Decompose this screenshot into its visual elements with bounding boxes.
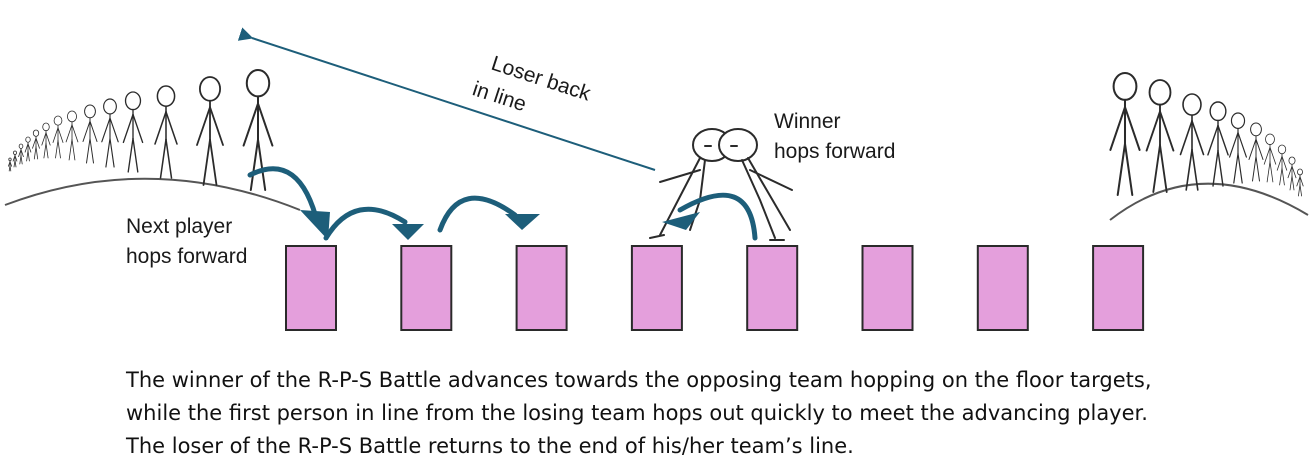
stick-figure xyxy=(1248,122,1264,182)
caption: The winner of the R-P-S Battle advances … xyxy=(126,364,1306,463)
stick-figure xyxy=(41,122,51,159)
stick-figure xyxy=(196,76,224,186)
winner-label-line1: Winner xyxy=(774,110,841,133)
stick-figure xyxy=(82,104,98,164)
stick-figure xyxy=(154,85,178,179)
caption-line-3: The loser of the R-P-S Battle returns to… xyxy=(126,434,854,458)
stick-figure xyxy=(12,150,18,168)
stick-figure xyxy=(1179,93,1205,191)
loser-back-arrow xyxy=(237,27,656,171)
next-player-label: Next player hops forward xyxy=(126,212,247,272)
floor-target xyxy=(515,245,568,331)
stick-figure xyxy=(1263,133,1277,183)
arrowhead-1 xyxy=(300,210,330,240)
stick-figure xyxy=(122,91,144,173)
hop-arrow-2 xyxy=(437,195,518,233)
stick-figure xyxy=(1287,156,1297,191)
stick-figure xyxy=(101,98,119,168)
next-player-label-line2: hops forward xyxy=(126,245,248,268)
arrowhead-2 xyxy=(392,224,424,240)
floor-target xyxy=(400,245,453,331)
floor-target xyxy=(746,245,799,331)
hop-arrowheads xyxy=(300,210,700,240)
floor-target xyxy=(630,245,683,331)
floor-targets xyxy=(285,245,1145,331)
stick-figure xyxy=(1296,168,1304,197)
stick-figure xyxy=(52,115,64,159)
arrowhead-4 xyxy=(662,212,700,230)
stick-figure xyxy=(7,157,13,172)
right-hill xyxy=(1109,182,1309,221)
stick-figure xyxy=(18,143,24,165)
hop-arrow-1 xyxy=(323,206,408,241)
floor-target xyxy=(285,245,337,331)
left-hill xyxy=(4,177,301,211)
stick-figure xyxy=(1145,79,1175,193)
winner-label: Winner hops forward xyxy=(774,107,895,167)
stick-figure xyxy=(24,136,32,162)
floor-target xyxy=(1092,245,1145,331)
arrowhead-3 xyxy=(505,214,540,230)
caption-line-2: while the first person in line from the … xyxy=(126,401,1148,425)
rps-battle-figures xyxy=(649,128,793,241)
floor-target xyxy=(861,245,914,331)
caption-line-1: The winner of the R-P-S Battle advances … xyxy=(126,368,1152,392)
stick-figure xyxy=(1109,71,1141,197)
stick-figure xyxy=(242,69,274,191)
stick-figure xyxy=(32,129,40,160)
hop-arrow-winner-back xyxy=(677,192,758,241)
floor-target xyxy=(976,245,1029,331)
winner-label-line2: hops forward xyxy=(774,140,896,163)
hop-arrows xyxy=(247,166,758,241)
right-team-queue xyxy=(1109,71,1304,197)
stick-figure xyxy=(65,110,79,161)
stick-figure xyxy=(1276,144,1288,186)
left-team-queue xyxy=(7,69,274,191)
stick-figure xyxy=(1207,101,1229,187)
next-player-label-line1: Next player xyxy=(126,215,233,238)
hop-arrow-from-queue xyxy=(247,166,321,228)
stick-figure xyxy=(1229,112,1247,184)
